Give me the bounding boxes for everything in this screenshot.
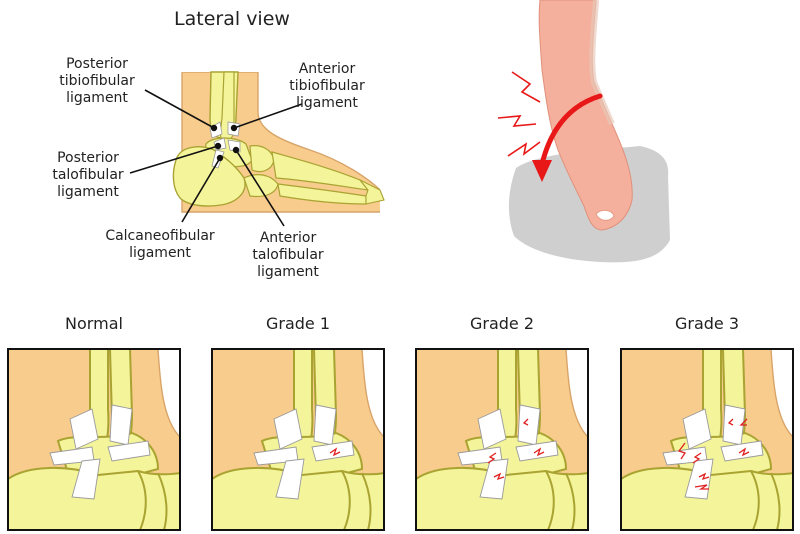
grade-label: Grade 1 (266, 314, 330, 333)
ligaments (253, 404, 355, 500)
grade-label: Grade 3 (675, 314, 739, 333)
panel-border (620, 348, 794, 531)
ligament-tear (677, 418, 750, 490)
grade-panel-4: Grade 3 (620, 314, 794, 531)
ant-talofibular-label-1: Anterior (260, 230, 317, 246)
grade-panel-2: Grade 1 (211, 314, 385, 531)
ant-tibiofibular-label-2: tibiofibular (289, 78, 365, 94)
post-tibiofibular-label-1: Posterior (66, 56, 128, 72)
grade-panel-1: Normal (7, 314, 181, 531)
calcaneofibular-label-1: Calcaneofibular (105, 228, 215, 244)
lateral-ankle-illustration: Posterior tibiofibular ligament Anterior… (52, 56, 385, 280)
grade-label: Normal (65, 314, 123, 333)
grade-panel-3: Grade 2 (415, 314, 589, 531)
post-tibiofibular-label-3: ligament (66, 90, 128, 106)
rotation-arrow-icon (539, 93, 603, 167)
grade-label: Grade 2 (470, 314, 534, 333)
panel-border (211, 348, 385, 531)
ligament-tear (329, 447, 341, 457)
title: Lateral view (174, 8, 290, 30)
post-talofibular-label-3: ligament (57, 184, 119, 200)
grade-panels: Normal Grade 1 Grade 2 Grade 3 (7, 314, 794, 531)
panel-border (415, 348, 589, 531)
ant-talofibular-label-2: talofibular (252, 247, 324, 263)
ligaments (457, 404, 559, 500)
ligaments (49, 404, 151, 500)
ant-talofibular-label-3: ligament (257, 264, 319, 280)
toe-bones (359, 179, 385, 205)
sprained-leg-illustration (497, 0, 670, 263)
post-tibiofibular-label-2: tibiofibular (59, 73, 135, 89)
ligament-tear (487, 418, 545, 481)
leader-lines (129, 89, 303, 227)
post-talofibular-label-2: talofibular (52, 167, 124, 183)
toenail (595, 210, 615, 221)
ant-tibiofibular-label-1: Anterior (299, 61, 356, 77)
ant-tibiofibular-label-3: ligament (296, 95, 358, 111)
pain-lightning-icon (497, 71, 541, 157)
post-talofibular-label-1: Posterior (57, 150, 119, 166)
calcaneofibular-label-2: ligament (129, 245, 191, 261)
panel-border (7, 348, 181, 531)
